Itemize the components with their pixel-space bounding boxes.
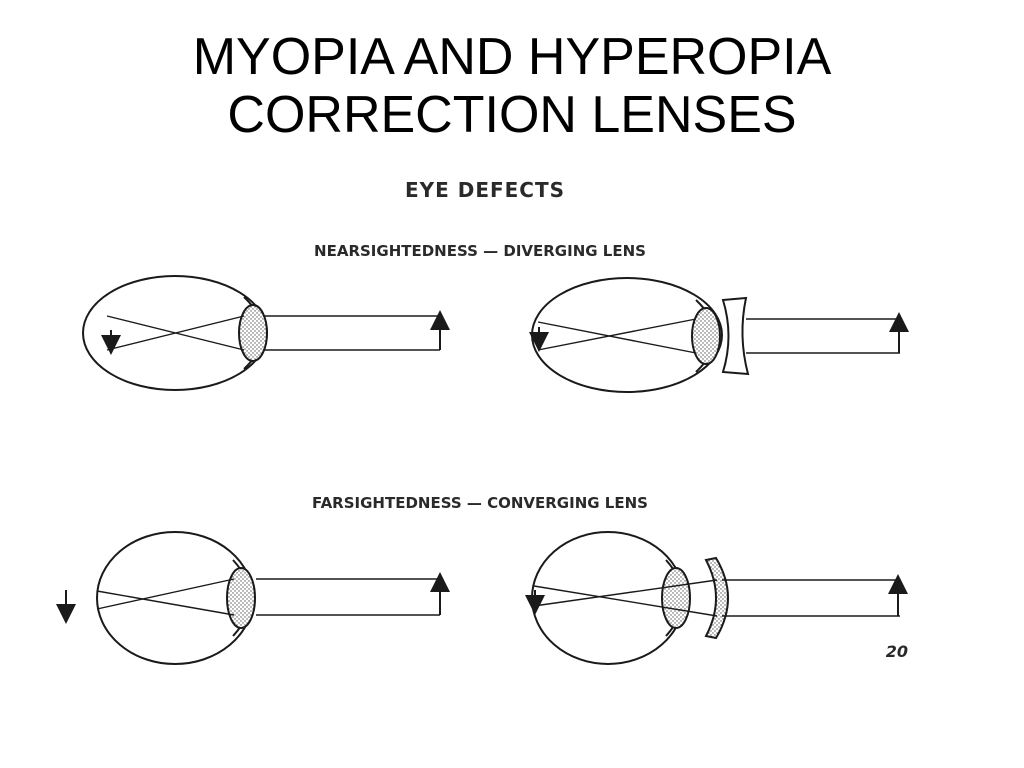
nearsightedness-caption: NEARSIGHTEDNESS — DIVERGING LENS — [314, 242, 646, 260]
diverging-lens — [721, 296, 750, 376]
converging-ray-1 — [533, 579, 718, 607]
slide-title-line-1: MYOPIA AND HYPEROPIA — [192, 28, 832, 86]
converging-ray-1 — [537, 318, 697, 351]
farsightedness-caption: FARSIGHTEDNESS — CONVERGING LENS — [312, 494, 648, 512]
farsighted-uncorrected-eye — [56, 531, 450, 665]
eye-lens — [226, 567, 256, 629]
nearsighted-uncorrected-eye — [82, 275, 450, 391]
converging-ray-1 — [96, 578, 235, 610]
slide-title: MYOPIA AND HYPEROPIA CORRECTION LENSES — [0, 28, 1024, 144]
page-number: 20 — [886, 642, 908, 661]
figure-heading: EYE DEFECTS — [405, 178, 565, 202]
slide-title-line-2: CORRECTION LENSES — [227, 86, 797, 144]
nearsighted-corrected-eye — [529, 277, 909, 393]
eye-lens — [238, 304, 268, 362]
converging-ray-2 — [533, 585, 718, 617]
eye-lens — [691, 307, 721, 365]
converging-lens — [704, 556, 729, 640]
converging-ray-2 — [106, 315, 245, 351]
converging-ray-2 — [537, 321, 697, 354]
eye-lens — [661, 567, 691, 629]
farsighted-corrected-eye — [525, 531, 908, 665]
converging-ray-2 — [96, 590, 235, 616]
